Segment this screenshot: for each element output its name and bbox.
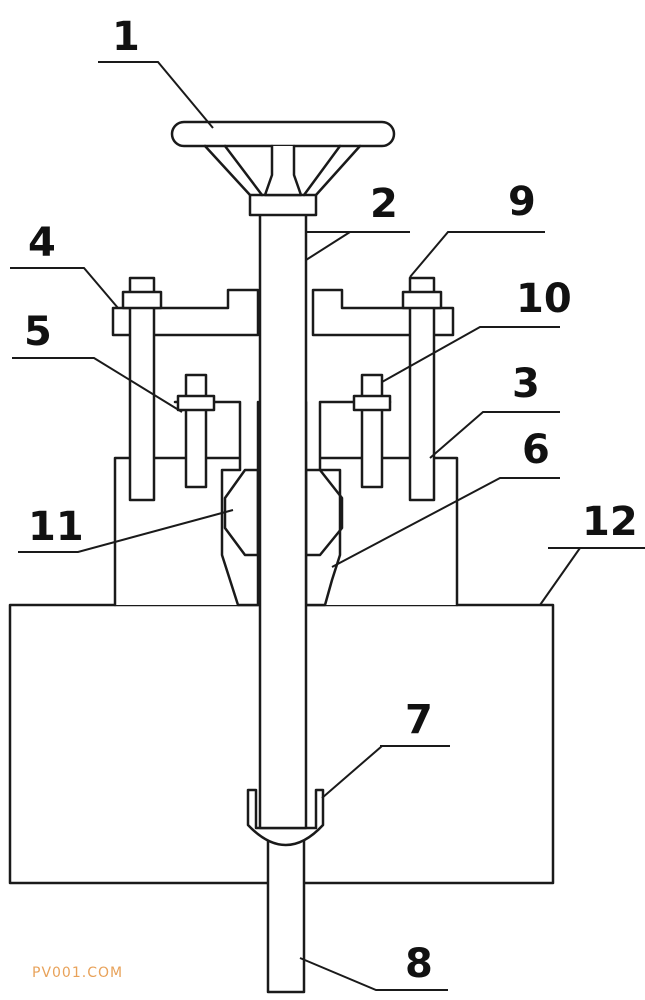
label-7: 7 bbox=[405, 697, 433, 743]
label-1: 1 bbox=[112, 14, 140, 60]
gland-right bbox=[304, 400, 392, 607]
label-3: 3 bbox=[512, 361, 540, 407]
coupling bbox=[246, 788, 325, 847]
label-4: 4 bbox=[28, 220, 56, 266]
stem-cap bbox=[248, 193, 318, 217]
leader-lines bbox=[10, 61, 645, 991]
label-8: 8 bbox=[405, 941, 433, 987]
label-11: 11 bbox=[28, 504, 84, 550]
handwheel bbox=[170, 120, 396, 197]
label-10: 10 bbox=[516, 276, 572, 322]
label-6: 6 bbox=[522, 427, 550, 473]
valve-stem bbox=[258, 210, 308, 830]
watermark: PV001.COM bbox=[32, 965, 123, 981]
label-2: 2 bbox=[370, 181, 398, 227]
label-9: 9 bbox=[508, 179, 536, 225]
gland-left bbox=[173, 400, 260, 607]
valve-rod bbox=[266, 833, 306, 994]
stud-bolts bbox=[121, 276, 443, 502]
gland-bolts bbox=[176, 373, 392, 489]
label-12: 12 bbox=[582, 499, 638, 545]
label-5: 5 bbox=[24, 309, 52, 355]
